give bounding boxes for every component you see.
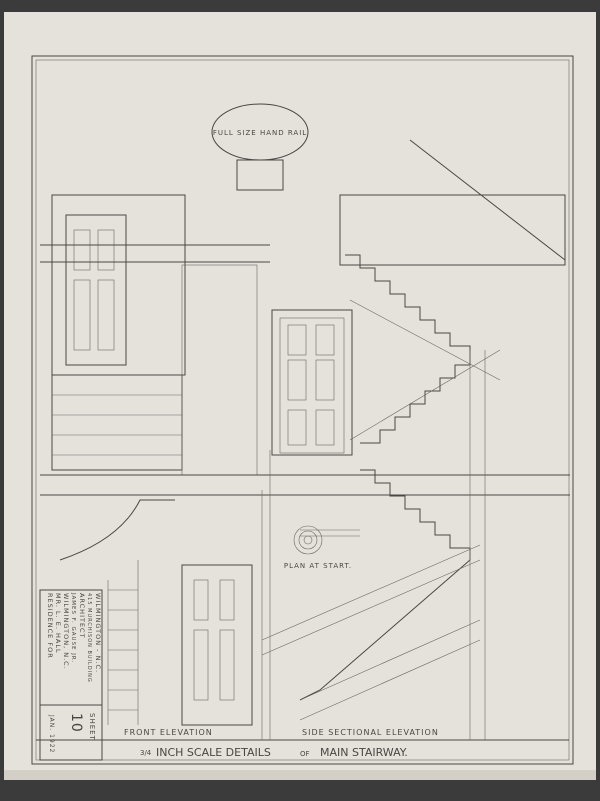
title-of: OF (300, 750, 310, 758)
hand-rail-section: FULL SIZE HAND RAIL (211, 103, 309, 191)
date: JAN. 1922 (48, 714, 55, 753)
front-elevation (40, 194, 570, 726)
upper-door (65, 214, 127, 366)
title-block-line2: MR. L. E. HALL (54, 593, 62, 654)
sheet-label: SHEET (88, 713, 96, 741)
title-block-line6: 415 MURCHISON BUILDING (86, 593, 92, 683)
side-sectional-elevation: PLAN AT START. (261, 139, 566, 740)
title-block-line1: RESIDENCE FOR (46, 593, 54, 659)
plan-at-start: PLAN AT START. (284, 525, 360, 570)
side-elevation-label: SIDE SECTIONAL ELEVATION (302, 728, 439, 737)
title-subject: MAIN STAIRWAY. (320, 746, 408, 759)
title-block-line5: ARCHITECT (78, 593, 86, 639)
title-block-line3: WILMINGTON, N.C. (62, 593, 70, 670)
title-text: INCH SCALE DETAILS (156, 746, 271, 759)
plan-label: PLAN AT START. (284, 562, 352, 570)
sheet-border (31, 55, 574, 765)
lower-door (181, 564, 253, 726)
title-block-line4: JAMES F. GAUSE JR. (70, 592, 76, 663)
drawing-title: 3/4 INCH SCALE DETAILS OF MAIN STAIRWAY. (140, 746, 408, 759)
title-block-line7: WILMINGTON - N.C. (94, 593, 102, 673)
title-fraction: 3/4 (140, 749, 152, 757)
front-elevation-label: FRONT ELEVATION (124, 728, 213, 737)
sheet-number: 10 (68, 713, 84, 733)
hand-rail-label: FULL SIZE HAND RAIL (213, 129, 307, 137)
title-block: RESIDENCE FOR MR. L. E. HALL WILMINGTON,… (39, 589, 103, 761)
paper (4, 12, 596, 780)
center-door (271, 309, 353, 456)
